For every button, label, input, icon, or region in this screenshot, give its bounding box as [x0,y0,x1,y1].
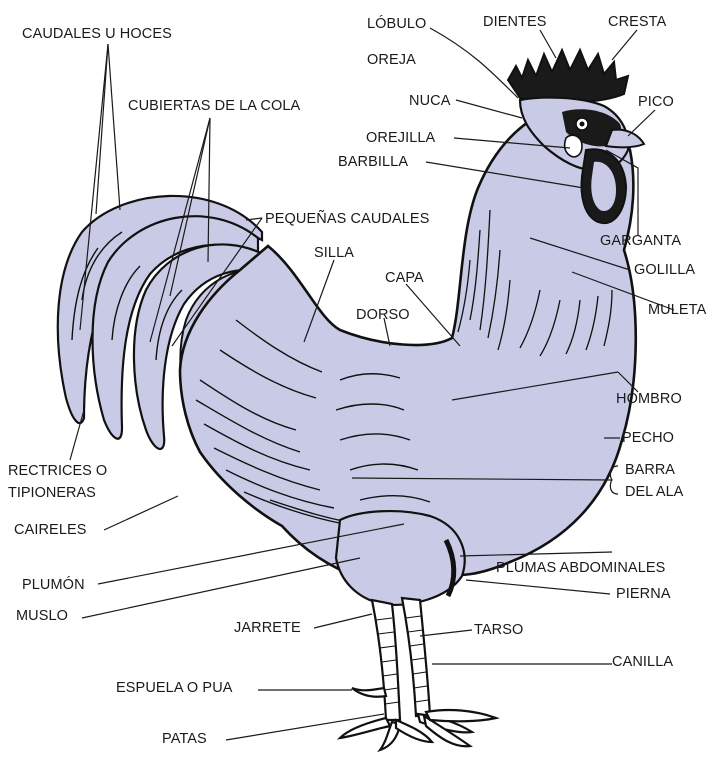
label-plumas-abdominales: PLUMAS ABDOMINALES [496,560,665,577]
beak [606,130,644,148]
earlobe [565,135,582,157]
comb [508,50,628,102]
label-dientes: DIENTES [483,14,547,31]
label-canilla: CANILLA [612,654,673,671]
label-jarrete: JARRETE [234,620,301,637]
label-caireles: CAIRELES [14,522,87,539]
label-barra-del-ala: BARRA DEL ALA [625,459,683,503]
label-rectrices: RECTRICES O TIPIONERAS [8,460,107,504]
label-orejilla: OREJILLA [366,130,435,147]
pupil [580,122,585,127]
label-cubiertas: CUBIERTAS DE LA COLA [128,98,300,115]
label-rectrices-line1: RECTRICES O [8,460,107,482]
label-barra-line1: BARRA [625,459,683,481]
label-caudales: CAUDALES U HOCES [22,26,172,43]
label-pequenas-caudales: PEQUEÑAS CAUDALES [265,211,429,228]
label-muleta: MULETA [648,302,706,319]
label-barra-line2: DEL ALA [625,481,683,503]
label-garganta: GARGANTA [600,233,681,250]
label-tarso: TARSO [474,622,523,639]
label-dorso: DORSO [356,307,410,324]
label-pecho: PECHO [622,430,674,447]
label-espuela: ESPUELA O PUA [116,680,233,697]
label-nuca: NUCA [409,93,451,110]
label-cresta: CRESTA [608,14,666,31]
label-oreja: OREJA [367,52,416,69]
label-plumon: PLUMÓN [22,577,85,594]
label-lobulo: LÓBULO [367,16,426,33]
label-capa: CAPA [385,270,424,287]
label-silla: SILLA [314,245,354,262]
label-barbilla: BARBILLA [338,154,408,171]
label-pierna: PIERNA [616,586,671,603]
label-patas: PATAS [162,731,207,748]
label-golilla: GOLILLA [634,262,695,279]
label-pico: PICO [638,94,674,111]
rooster-body [180,106,636,582]
label-hombro: HOMBRO [616,391,682,408]
label-rectrices-line2: TIPIONERAS [8,482,107,504]
legs [340,598,496,750]
label-muslo: MUSLO [16,608,68,625]
